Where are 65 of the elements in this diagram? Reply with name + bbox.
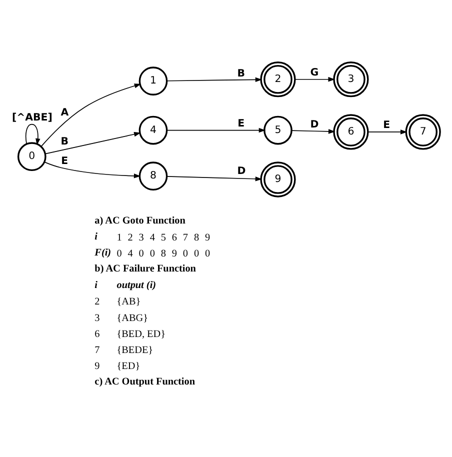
label: 0 <box>205 248 210 260</box>
label: 9 <box>172 248 177 260</box>
label: output (i) <box>116 280 156 291</box>
label: 0 <box>116 248 122 260</box>
arrow <box>44 162 141 178</box>
node-circle: 6 <box>333 114 369 150</box>
label: i <box>94 231 98 242</box>
arrow <box>291 129 336 134</box>
label: 3 <box>138 232 144 244</box>
label: i <box>94 280 98 291</box>
label: 6 <box>94 328 100 340</box>
arrow <box>166 128 266 133</box>
node-circle: 7 <box>405 114 441 150</box>
label: {ABG} <box>116 312 148 324</box>
label: 7 <box>94 345 100 356</box>
arrow <box>166 176 262 182</box>
edge-label: D <box>310 119 319 130</box>
label: F(i) <box>94 248 112 259</box>
edge-label: B <box>60 136 69 148</box>
edge-label: E <box>383 120 390 132</box>
label: 6 <box>172 232 177 244</box>
node-circle: 4 <box>138 116 168 145</box>
edge-label: [^ABE] <box>12 112 52 124</box>
edge-label: E <box>61 156 68 167</box>
label: 4 <box>128 248 133 260</box>
node-circle: 2 <box>260 62 296 98</box>
label: b) AC Failure Function <box>94 264 196 275</box>
label: 0 <box>150 248 155 260</box>
label: {AB} <box>116 296 141 308</box>
label: 9 <box>94 361 100 372</box>
label: 2 <box>128 232 133 244</box>
label: 8 <box>194 232 200 244</box>
arrow <box>25 124 40 146</box>
node-circle: 9 <box>260 162 296 198</box>
node-circle: 8 <box>138 162 168 191</box>
node-circle: 5 <box>264 116 292 145</box>
label: c) AC Output Function <box>94 376 196 388</box>
node-circle: 0 <box>17 142 46 171</box>
arrow <box>368 130 408 134</box>
label: {BED, ED} <box>116 328 166 340</box>
edge-label: B <box>237 68 246 80</box>
label: 0 <box>194 248 200 260</box>
label: a) AC Goto Function <box>94 215 186 226</box>
label: {ED} <box>116 361 140 372</box>
edge-label: E <box>238 118 245 130</box>
label: 3 <box>94 312 100 324</box>
edge-label: D <box>237 166 246 178</box>
label: 0 <box>138 248 144 260</box>
node-circle: 3 <box>333 62 369 98</box>
edge-label: A <box>60 108 69 119</box>
arrow <box>166 77 262 82</box>
label: 1 <box>116 232 122 244</box>
node-circle: 1 <box>138 66 168 96</box>
arrow <box>294 76 336 82</box>
label: 9 <box>205 232 210 244</box>
label: 4 <box>150 232 155 244</box>
label: 7 <box>182 232 188 244</box>
arrow <box>40 84 142 147</box>
label: 2 <box>94 296 100 308</box>
label: {BEDE} <box>116 345 154 356</box>
label: 8 <box>160 248 166 260</box>
edge-label: G <box>310 68 319 79</box>
arrow <box>44 132 141 154</box>
label: 0 <box>182 248 188 260</box>
label: 5 <box>160 232 166 244</box>
